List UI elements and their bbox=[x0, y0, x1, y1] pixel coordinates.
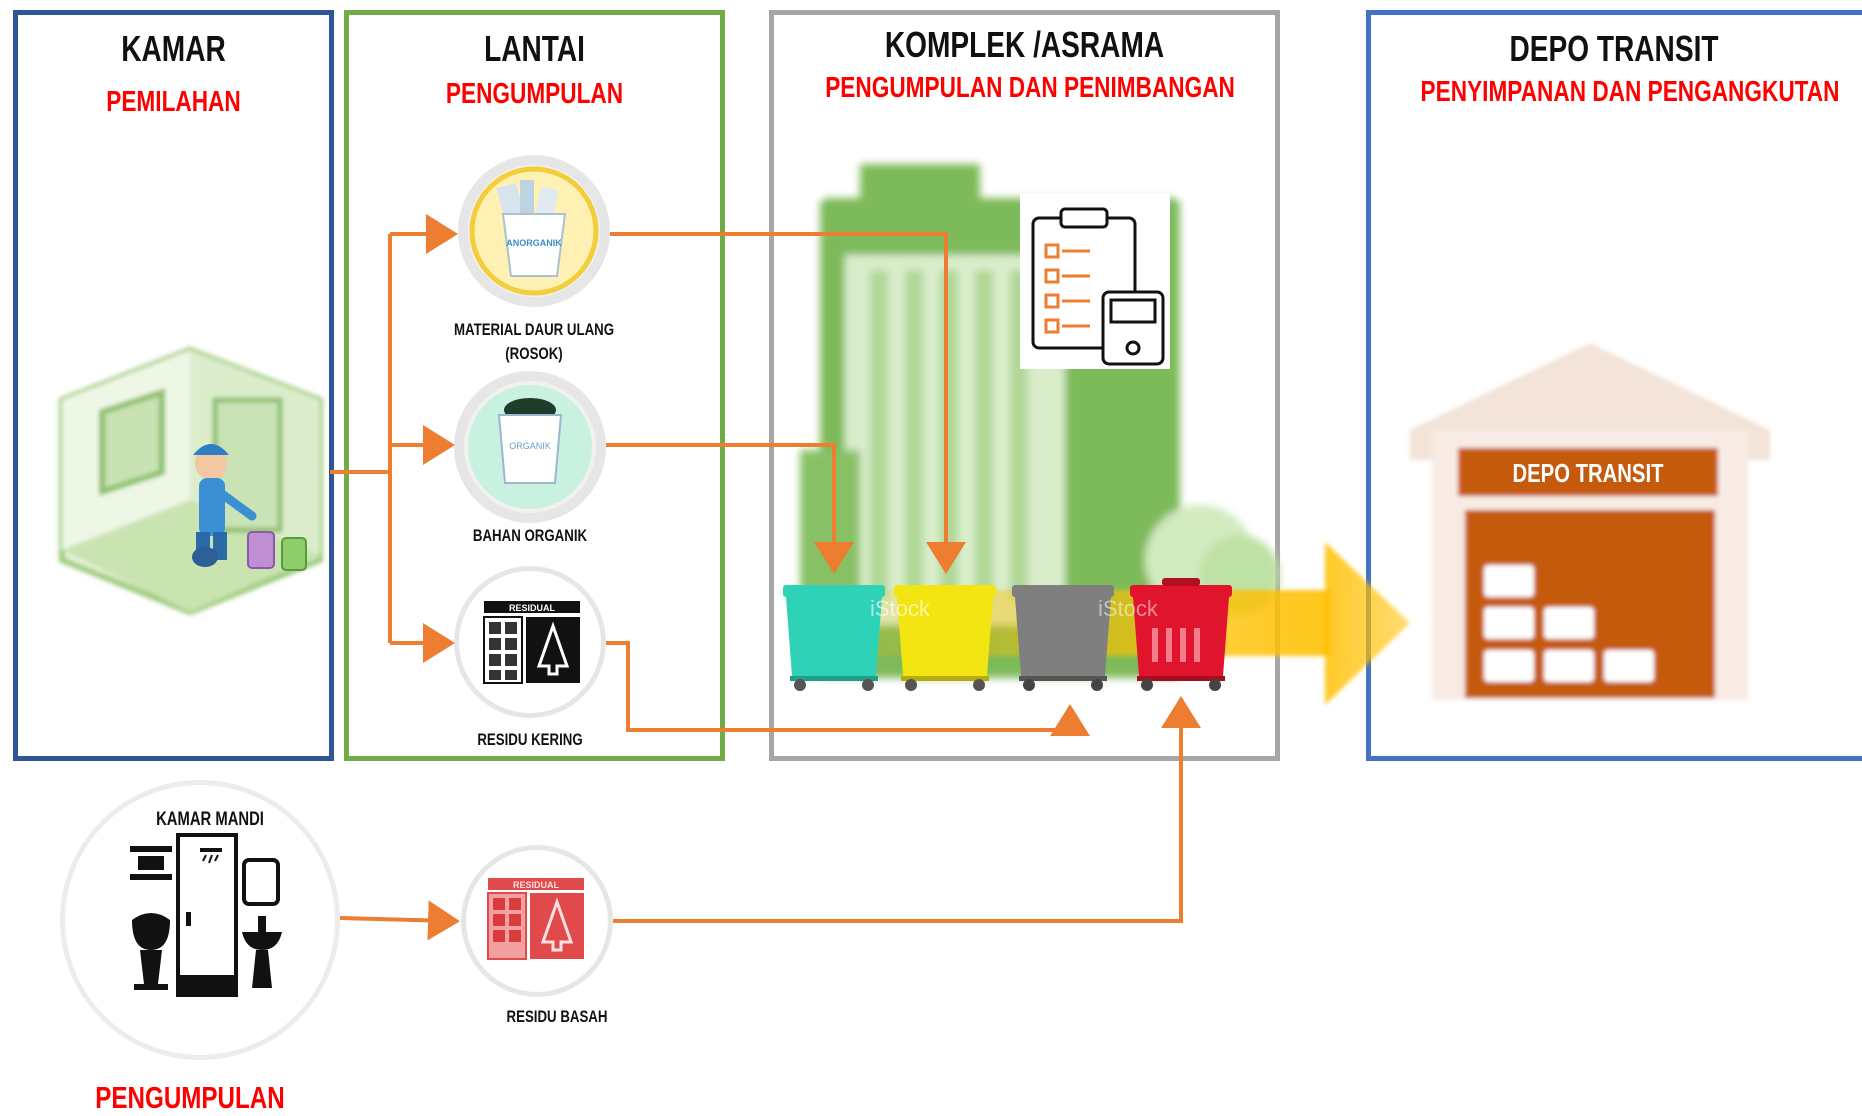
warehouse-icon bbox=[1410, 343, 1770, 700]
recyclable-label-line1: MATERIAL DAUR ULANG bbox=[453, 320, 615, 339]
flow-arrows bbox=[330, 214, 1201, 941]
lantai-panel bbox=[344, 10, 725, 761]
kamar-subtitle: PEMILAHAN bbox=[106, 86, 241, 118]
bathroom-label: KAMAR MANDI bbox=[156, 809, 264, 830]
kamar-panel bbox=[13, 10, 334, 761]
depo-subtitle: PENYIMPANAN DAN PENGANGKUTAN bbox=[1420, 76, 1840, 108]
organik-bin-icon: ORGANIK bbox=[468, 385, 592, 509]
wet-residue-label: RESIDU BASAH bbox=[506, 1007, 608, 1026]
room-icon bbox=[59, 346, 323, 616]
clipboard-scale-icon bbox=[1020, 193, 1170, 369]
residual-wet-icon: RESIDUAL bbox=[487, 878, 584, 960]
arrow-organic-to-teal-bin bbox=[606, 443, 854, 574]
depo-panel bbox=[1366, 10, 1862, 761]
recyclable-label-line2: (ROSOK) bbox=[505, 344, 563, 363]
anorganik-bin-icon: ANORGANIK bbox=[469, 166, 599, 296]
arrow-recyclable-to-yellow-bin bbox=[610, 232, 966, 574]
komplek-panel bbox=[769, 10, 1280, 761]
wheelie-bin-icon bbox=[783, 578, 1232, 691]
kamar-title: KAMAR bbox=[121, 28, 226, 69]
watermark-text-2: iStock bbox=[1098, 596, 1159, 621]
anorganik-bin-text: ANORGANIK bbox=[506, 238, 562, 248]
komplek-subtitle: PENGUMPULAN DAN PENIMBANGAN bbox=[825, 72, 1235, 104]
depo-building-sign: DEPO TRANSIT bbox=[1512, 458, 1664, 488]
arrow-dry-residue-to-gray-bin bbox=[606, 641, 1090, 736]
organic-label: BAHAN ORGANIK bbox=[472, 526, 588, 545]
bathroom-icon bbox=[130, 833, 282, 997]
lantai-subtitle: PENGUMPULAN bbox=[445, 78, 624, 110]
watermark-text-1: iStock bbox=[870, 596, 931, 621]
residual-dry-icon: RESIDUAL bbox=[483, 601, 580, 684]
arrow-wet-residue-to-red-bin bbox=[613, 696, 1201, 923]
depo-title: DEPO TRANSIT bbox=[1509, 28, 1719, 69]
organik-bin-text: ORGANIK bbox=[509, 441, 551, 451]
komplek-title: KOMPLEK /ASRAMA bbox=[884, 24, 1165, 65]
person-icon bbox=[192, 444, 307, 571]
arrow-bathroom-to-wet-residue bbox=[339, 900, 460, 941]
wet-residue-sign-text: RESIDUAL bbox=[513, 880, 560, 890]
dry-residue-label: RESIDU KERING bbox=[477, 730, 583, 749]
bathroom-caption: PENGUMPULAN bbox=[95, 1080, 285, 1115]
lantai-title: LANTAI bbox=[484, 28, 585, 69]
dry-residue-sign-text: RESIDUAL bbox=[509, 603, 556, 613]
